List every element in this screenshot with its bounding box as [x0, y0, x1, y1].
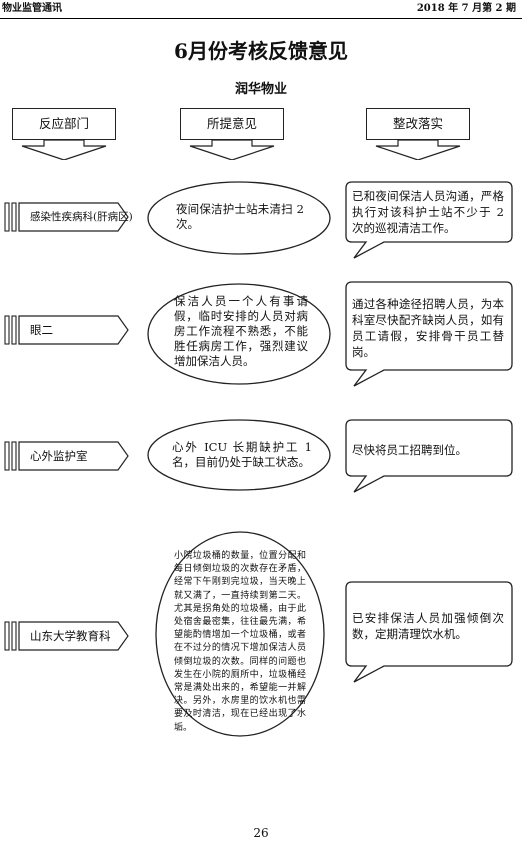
down-arrow-icon — [189, 140, 275, 160]
striped-arrow-icon — [4, 441, 129, 471]
opinion-bubble-row-3: 心外 ICU 长期缺护工 1 名，目前仍处于缺工状态。 — [146, 418, 332, 492]
action-callout-row-3: 尽快将员工招聘到位。 — [344, 418, 514, 494]
department-arrow-row-2: 眼二 — [4, 314, 130, 346]
striped-arrow-icon — [4, 202, 129, 232]
page-number: 26 — [253, 826, 269, 840]
department-name: 山东大学教育科 — [30, 629, 111, 643]
department-arrow-row-4: 山东大学教育科 — [4, 620, 130, 652]
opinion-text: 小院垃圾桶的数量，位置分配和每日倾倒垃圾的次数存在矛盾，经常下午刚到完垃圾，当天… — [174, 551, 306, 733]
striped-arrow-icon — [4, 315, 129, 345]
department-name: 眼二 — [30, 323, 53, 337]
action-text: 通过各种途径招聘人员，为本科室尽快配齐缺岗人员，如有员工请假，安排骨干员工替岗。 — [352, 297, 504, 359]
opinion-text: 心外 ICU 长期缺护工 1 名，目前仍处于缺工状态。 — [172, 440, 312, 469]
action-callout-row-1: 已和夜间保洁人员沟通，严格执行对该科护士站不少于 2 次的巡视清洁工作。 — [344, 180, 514, 260]
action-text: 已安排保洁人员加强倾倒次数，定期清理饮水机。 — [352, 611, 504, 641]
opinion-text: 保洁人员一个人有事请假，临时安排的人员对病房工作流程不熟悉，不能胜任病房工作，强… — [174, 294, 308, 368]
opinion-bubble-row-2: 保洁人员一个人有事请假，临时安排的人员对病房工作流程不熟悉，不能胜任病房工作，强… — [146, 282, 332, 386]
page-header: 物业监管通讯 2018 年 7 月第 2 期 — [0, 0, 522, 19]
department-name: 心外监护室 — [30, 449, 88, 463]
company-name: 润华物业 — [234, 82, 287, 97]
department-arrow-row-1: 感染性疾病科(肝病区) — [4, 201, 133, 233]
striped-arrow-icon — [4, 621, 129, 651]
action-callout-row-4: 已安排保洁人员加强倾倒次数，定期清理饮水机。 — [344, 580, 514, 684]
action-callout-row-2: 通过各种途径招聘人员，为本科室尽快配齐缺岗人员，如有员工请假，安排骨干员工替岗。 — [344, 280, 514, 388]
opinion-bubble-row-4: 小院垃圾桶的数量，位置分配和每日倾倒垃圾的次数存在矛盾，经常下午刚到完垃圾，当天… — [154, 530, 326, 738]
down-arrow-icon — [375, 140, 461, 160]
publication-name: 物业监管通讯 — [2, 3, 62, 14]
action-text: 已和夜间保洁人员沟通，严格执行对该科护士站不少于 2 次的巡视清洁工作。 — [352, 189, 504, 235]
department-arrow-row-3: 心外监护室 — [4, 440, 130, 472]
down-arrow-icon — [21, 140, 107, 160]
column-header-department: 反应部门 — [12, 108, 116, 140]
opinion-text: 夜间保洁护士站未清扫 2 次。 — [176, 202, 304, 231]
opinion-bubble-row-1: 夜间保洁护士站未清扫 2 次。 — [146, 180, 332, 256]
department-name: 感染性疾病科(肝病区) — [30, 211, 133, 223]
column-header-action: 整改落实 — [366, 108, 470, 140]
column-header-opinion: 所提意见 — [180, 108, 284, 140]
page-title: 6月份考核反馈意见 — [174, 39, 348, 63]
issue-info: 2018 年 7 月第 2 期 — [416, 3, 516, 14]
action-text: 尽快将员工招聘到位。 — [352, 443, 467, 457]
